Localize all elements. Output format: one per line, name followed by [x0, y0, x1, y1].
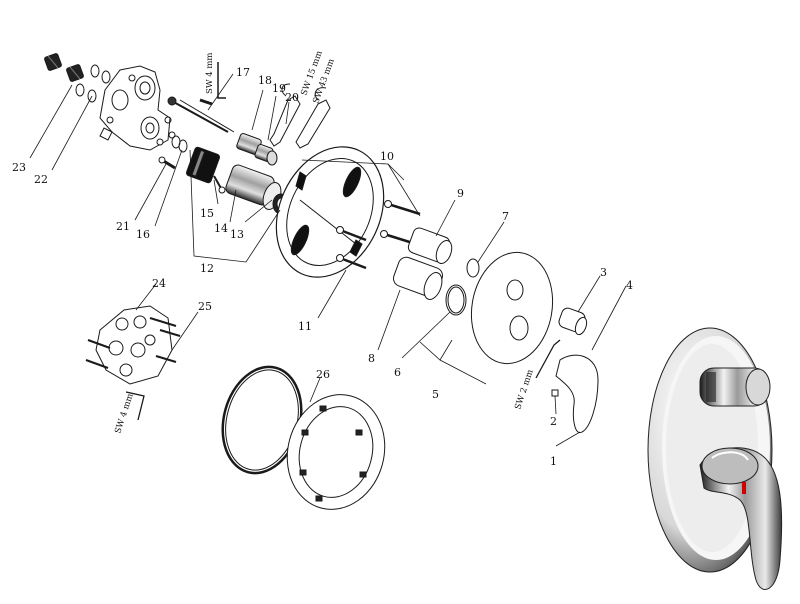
tool-label-sw4-bottom: SW 4 mm	[113, 392, 135, 435]
callout-21: 21	[116, 220, 130, 233]
callout-1: 1	[550, 455, 557, 468]
grub-screw-part-2	[551, 389, 559, 397]
callout-18: 18	[258, 74, 272, 87]
callout-4: 4	[626, 279, 633, 292]
callout-6: 6	[394, 366, 401, 379]
spanner-sw15	[269, 83, 301, 147]
leader-lines	[29, 73, 627, 447]
callout-numbers: 23 22 21 16 17 18 19 20 15 14 13 12 10 1…	[12, 66, 633, 468]
product-photo	[647, 327, 783, 590]
installation-box-part-26	[286, 394, 386, 510]
callout-5: 5	[432, 388, 439, 401]
callout-23: 23	[12, 161, 26, 174]
callout-3: 3	[600, 266, 607, 279]
cartridge-part-15	[185, 146, 226, 194]
long-pin	[167, 96, 235, 133]
extension-sleeve-part-8	[393, 256, 443, 300]
mounting-plate-part-10	[275, 146, 385, 278]
callout-10: 10	[380, 150, 394, 163]
callout-26: 26	[316, 368, 330, 381]
callout-16: 16	[136, 228, 150, 241]
o-ring-part-22	[75, 64, 111, 103]
callout-7: 7	[502, 210, 509, 223]
tool-label-sw2: SW 2 mm	[513, 368, 535, 411]
allen-key-sw4-bottom	[125, 391, 145, 421]
callout-19: 19	[272, 82, 286, 95]
callout-15: 15	[200, 207, 214, 220]
screw-part-21	[158, 156, 176, 170]
screw-part-11	[336, 200, 421, 270]
threaded-insert-part-23	[44, 53, 84, 82]
spanner-sw43	[295, 87, 331, 149]
allen-key-sw4-top	[217, 62, 226, 99]
callout-2: 2	[550, 415, 557, 428]
allen-key-sw2	[535, 339, 561, 379]
small-screw-17	[199, 98, 213, 106]
tool-label-sw4-top: SW 4 mm	[205, 53, 215, 95]
callout-11: 11	[298, 320, 312, 333]
thermostat-element-part-18	[236, 133, 278, 166]
callout-9: 9	[457, 187, 464, 200]
callout-14: 14	[214, 222, 228, 235]
handle-lever-part-1	[555, 354, 599, 434]
cover-plate-part-5	[470, 251, 554, 365]
callout-8: 8	[368, 352, 375, 365]
callout-20: 20	[285, 91, 299, 104]
o-ring-part-7	[466, 258, 480, 278]
valve-body-part-24	[85, 305, 181, 385]
mixer-body-casting	[99, 65, 171, 151]
callout-22: 22	[34, 173, 48, 186]
callout-24: 24	[152, 277, 166, 290]
callout-12: 12	[200, 262, 214, 275]
o-ring-part-6	[445, 284, 467, 316]
extension-sleeve-part-9	[407, 227, 453, 265]
callout-25: 25	[198, 300, 212, 313]
knob-part-3	[558, 307, 588, 336]
callout-17: 17	[236, 66, 250, 79]
seal-part-16	[164, 116, 188, 153]
callout-13: 13	[230, 228, 244, 241]
